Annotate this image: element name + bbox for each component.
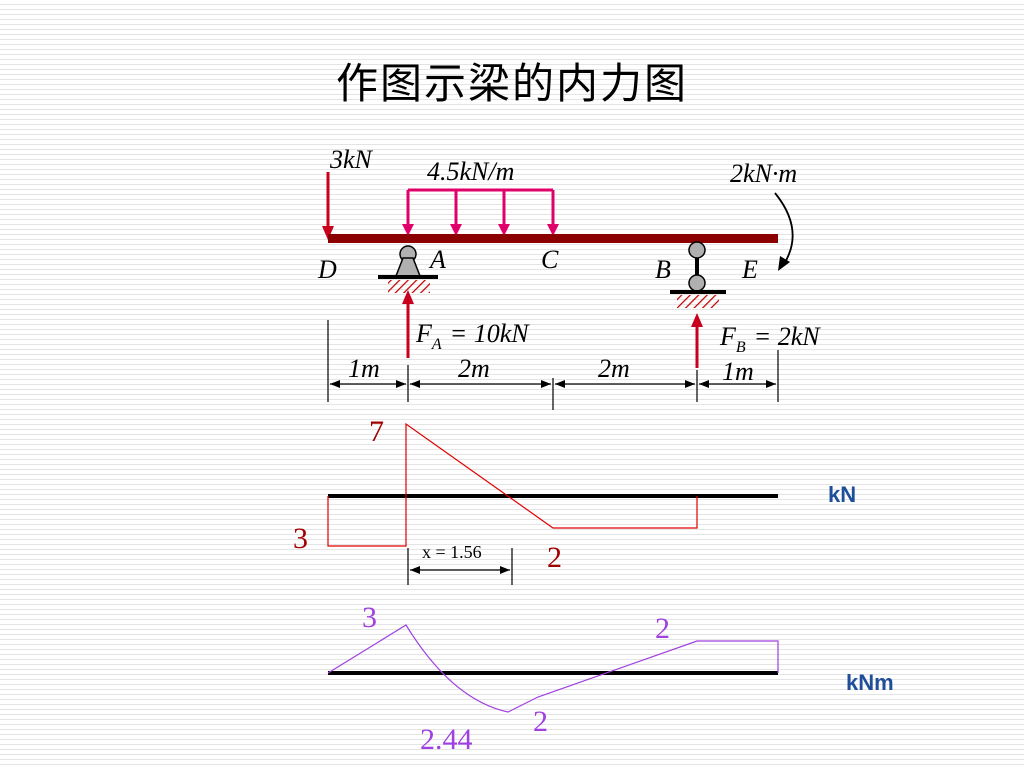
moment-unit-label: kNm [846,670,894,695]
moment-min-label: 2 [533,705,548,738]
link-support-b [670,241,726,308]
point-label-e: E [741,255,758,284]
dimension-label-2: 2m [458,354,490,383]
beam [328,234,778,243]
dimension-lines [327,320,779,410]
reaction-label-b: FB= 2kN [719,322,821,356]
shear-right-label: 2 [547,541,562,574]
reaction-arrow-b [691,313,703,368]
shear-unit-label: kN [828,482,856,507]
shear-max-label: 7 [369,415,384,448]
shear-curve [327,422,698,547]
shear-left-label: 3 [293,522,308,555]
point-load-label: 3kN [329,145,374,174]
moment-extreme-label: 2.44 [420,723,473,756]
dimension-label-3: 2m [598,354,630,383]
dimension-label-1: 1m [348,354,380,383]
point-label-b: B [655,255,671,284]
point-load-arrow [322,172,334,240]
moment-peak-a-label: 3 [362,601,377,634]
moment-right-label: 2 [655,612,670,645]
distributed-load-label: 4.5kN/m [427,157,514,186]
distributed-load [402,188,559,236]
zero-shear-label: x = 1.56 [422,542,482,562]
reaction-label-a: FA= 10kN [415,319,530,353]
moment-curve [327,624,779,713]
moment-label: 2kN·m [730,159,797,188]
dimension-label-4: 1m [722,357,754,386]
point-label-c: C [541,245,559,274]
point-label-a: A [428,245,446,274]
page-title: 作图示梁的内力图 [335,59,688,108]
pin-support-a [378,245,438,293]
reaction-arrow-a [402,290,414,358]
moment-arrow [774,192,794,271]
point-label-d: D [317,255,337,284]
zero-shear-dimension [407,548,513,585]
